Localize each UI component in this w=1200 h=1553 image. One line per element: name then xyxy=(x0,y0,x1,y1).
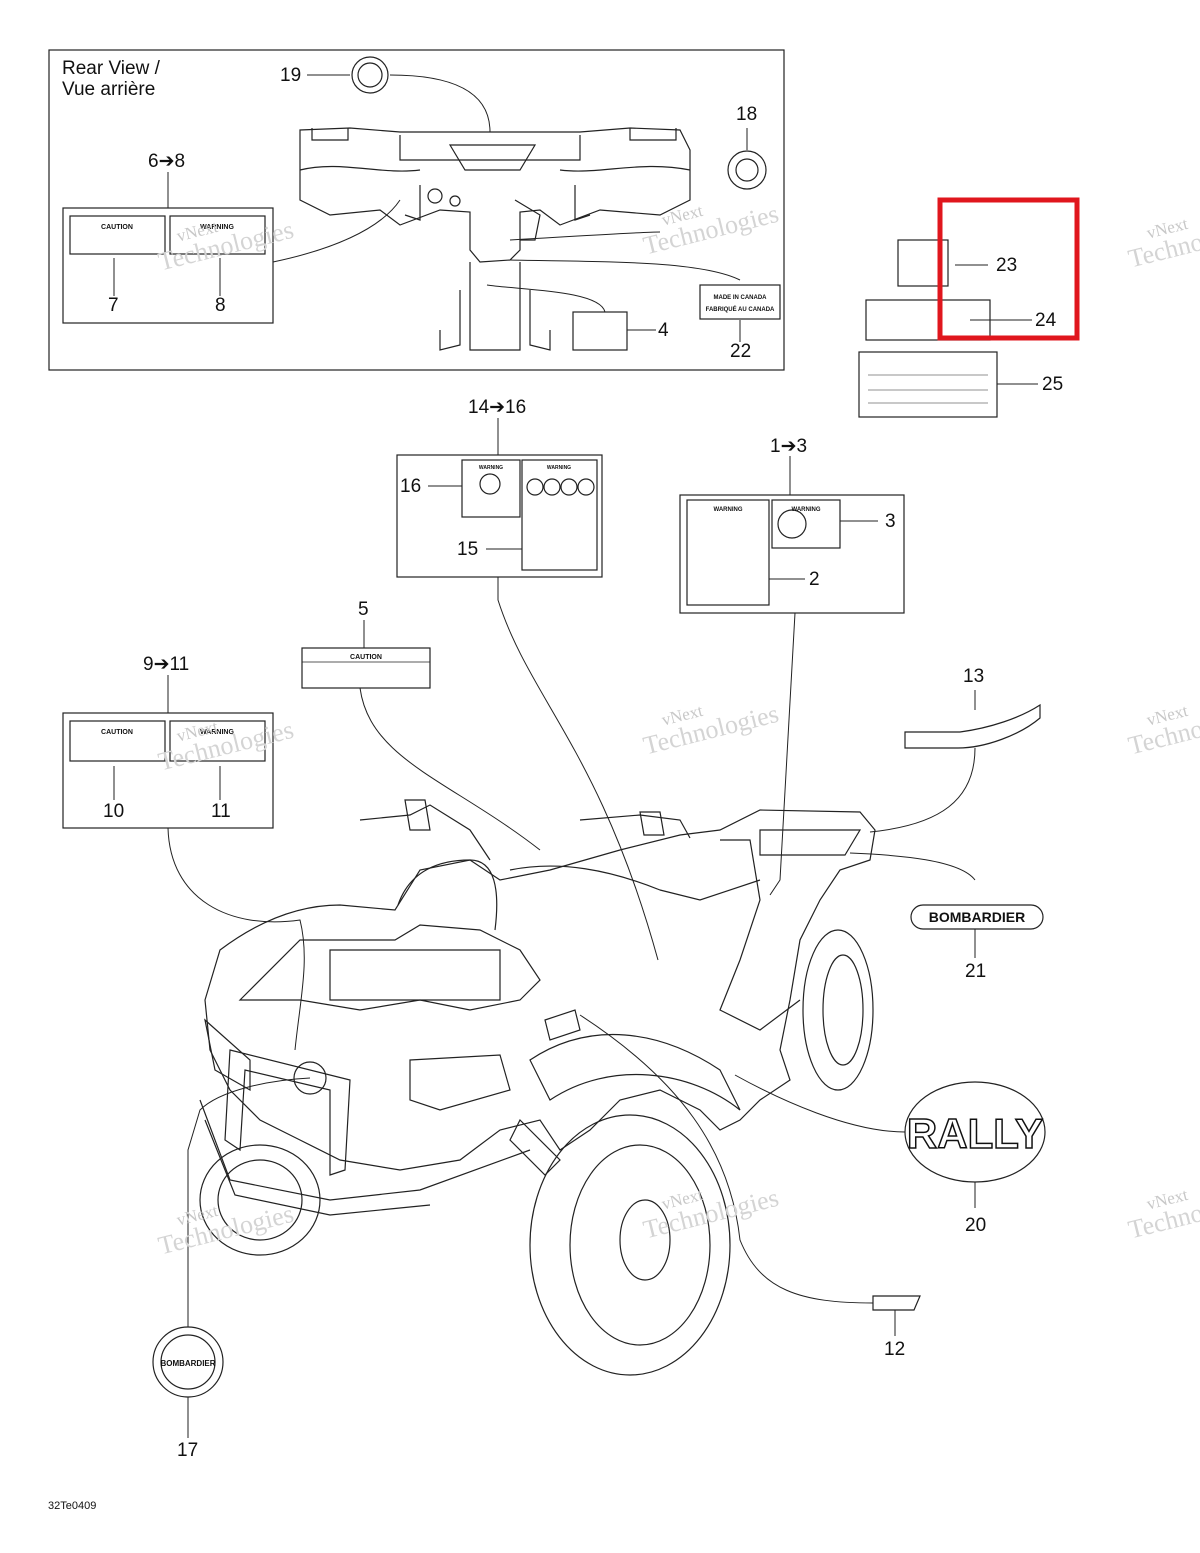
rear-view-vehicle xyxy=(299,127,691,351)
decal-2-warning-text: WARNING xyxy=(714,507,743,513)
callout-8: 8 xyxy=(215,295,226,316)
decal-group-1-3-frame xyxy=(679,494,905,614)
rear-view-frame xyxy=(48,49,785,371)
callout-9-11: 9➔11 xyxy=(143,654,190,675)
decal-5 xyxy=(301,647,431,689)
decal-5-caution-text: CAUTION xyxy=(350,654,382,661)
diagram-code: 32Te0409 xyxy=(48,1500,97,1512)
decal-3-warning-text: WARNING xyxy=(792,507,821,513)
callout-11: 11 xyxy=(211,801,231,822)
decal-18-emblem xyxy=(727,150,767,190)
callout-14-16: 14➔16 xyxy=(468,397,527,418)
decal-25 xyxy=(858,351,998,418)
decal-16-warning-text: WARNING xyxy=(479,465,503,471)
callout-21: 21 xyxy=(965,961,987,982)
callout-19: 19 xyxy=(280,65,302,86)
decal-13 xyxy=(904,703,1041,749)
decal-10-caution-text: CAUTION xyxy=(101,729,133,736)
callout-2: 2 xyxy=(809,569,820,590)
callout-25: 25 xyxy=(1042,374,1064,395)
callout-12: 12 xyxy=(884,1339,906,1360)
decal-22-line1: MADE IN CANADA xyxy=(714,295,768,301)
callout-5: 5 xyxy=(358,599,369,620)
decal-17-text: BOMBARDIER xyxy=(160,1359,215,1368)
callout-16: 16 xyxy=(400,476,422,497)
callout-15: 15 xyxy=(457,539,479,560)
callout-1-3: 1➔3 xyxy=(770,436,808,457)
decal-15-warning-text: WARNING xyxy=(547,465,571,471)
atv-illustration xyxy=(199,799,876,1376)
decal-21 xyxy=(910,904,1044,930)
rear-view-title: Rear View / Vue arrière xyxy=(62,58,160,100)
decal-4 xyxy=(572,311,628,351)
decal-20-text: RALLY xyxy=(907,1110,1043,1157)
callout-4: 4 xyxy=(658,320,669,341)
leader-lines xyxy=(113,74,1038,1438)
decal-21-text: BOMBARDIER xyxy=(929,909,1025,925)
decal-23 xyxy=(897,239,949,287)
decal-8-warning-text: WARNING xyxy=(200,224,234,231)
callout-20: 20 xyxy=(965,1215,987,1236)
decal-22 xyxy=(699,284,781,320)
callout-24: 24 xyxy=(1035,310,1057,331)
callout-17: 17 xyxy=(177,1440,199,1461)
callout-13: 13 xyxy=(963,666,985,687)
decal-group-14-16-frame xyxy=(396,454,603,578)
callout-3: 3 xyxy=(885,511,896,532)
callout-7: 7 xyxy=(108,295,119,316)
callout-22: 22 xyxy=(730,341,752,362)
decal-12 xyxy=(872,1295,921,1311)
callout-10: 10 xyxy=(103,801,125,822)
callout-6-8: 6➔8 xyxy=(148,151,186,172)
highlight-box xyxy=(937,197,1080,341)
callout-23: 23 xyxy=(996,255,1018,276)
decal-7-caution-text: CAUTION xyxy=(101,224,133,231)
callout-18: 18 xyxy=(736,104,758,125)
decal-11-warning-text: WARNING xyxy=(200,729,234,736)
decal-22-line2: FABRIQUÉ AU CANADA xyxy=(706,305,775,313)
decal-19-emblem xyxy=(351,56,389,94)
